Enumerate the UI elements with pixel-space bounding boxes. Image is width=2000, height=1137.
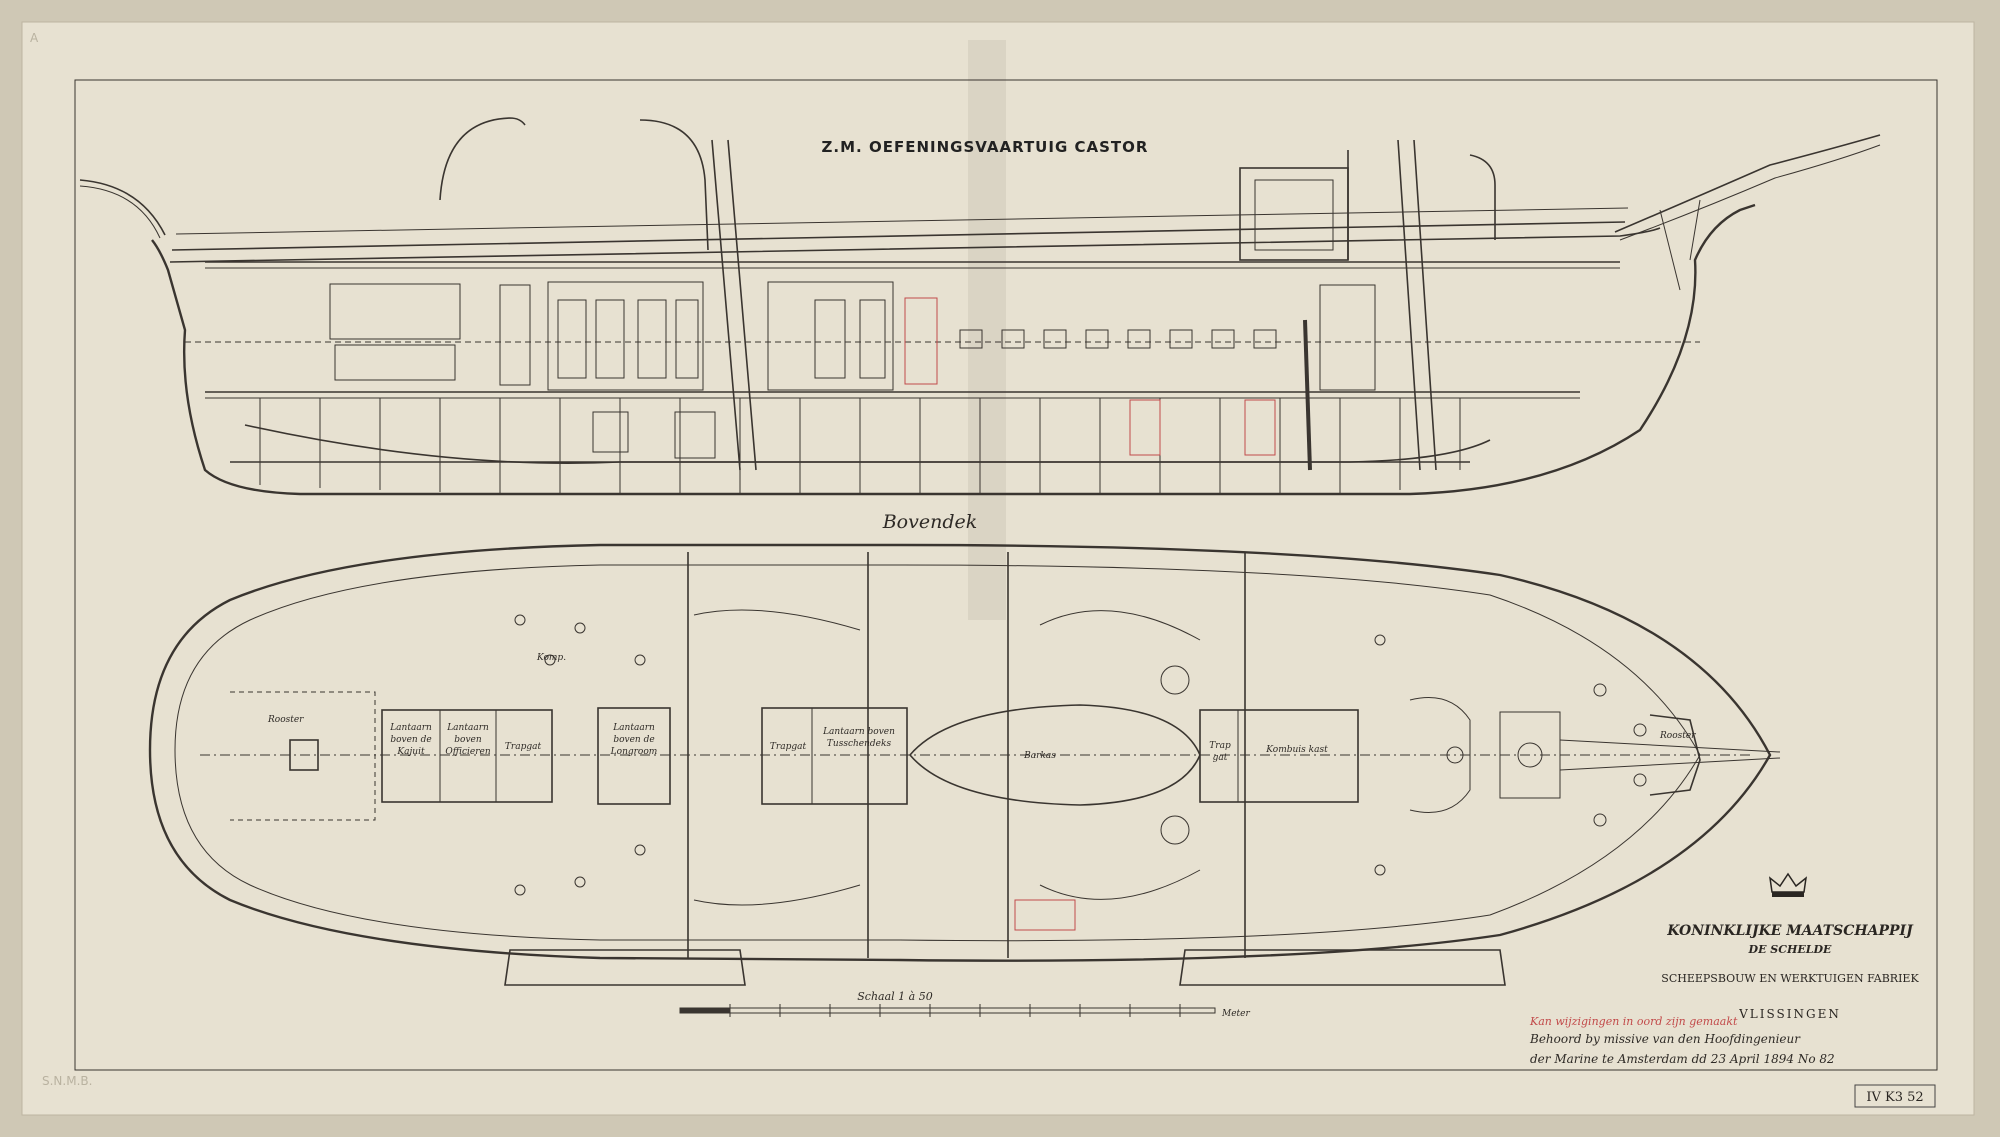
label-trap-2: Trapgat [770,742,806,752]
sign-line1: Behoord by missive van den Hoofdingenieu… [1529,1032,1801,1046]
deck-plan [148,543,1781,986]
label-rooster-aft: Rooster [267,715,304,725]
label-trap-1: Trapgat [505,742,541,752]
plan-heading: Bovendek [882,511,978,533]
label-skylight-4: Lantaarn boven Tusschendeks [823,727,895,749]
scale-unit: Meter [1221,1009,1250,1019]
drawing-title: Z.M. OEFENINGSVAARTUIG CASTOR [822,138,1149,156]
company-block: KONINKLIJKE MAATSCHAPPIJ DE SCHELDE SCHE… [1529,872,1919,1066]
scale-label: Schaal 1 à 50 [857,990,932,1003]
label-rooster-fwd: Rooster [1659,731,1696,741]
label-skylight-2: Lantaarn boven Officieren [445,723,490,757]
archive-stamp: IV K3 52 [1854,1084,1936,1108]
label-kombuis: Kombuis kast [1265,745,1328,755]
pencil-margin-mark: S.N.M.B. [42,1074,92,1088]
company-city: VLISSINGEN [1738,1007,1841,1021]
label-skylight-1: Lantaarn boven de Kajuit [390,723,432,757]
label-kompas: Komp. [536,653,566,663]
red-hatch-elevation [904,297,938,385]
fore-mast [1397,139,1437,471]
red-note: Kan wijzigingen in oord zijn gemaakt [1529,1015,1738,1028]
label-skylight-3: Lantaarn boven de Longroom [611,723,658,757]
label-barkas: Barkas [1023,751,1056,761]
bowsprit [1614,134,1881,233]
deck-outline [148,543,1772,962]
sign-line2: der Marine te Amsterdam dd 23 April 1894… [1530,1052,1835,1066]
scale-bar: Schaal 1 à 50 Meter [679,990,1250,1019]
crown-icon [1768,872,1808,897]
side-elevation [79,117,1881,496]
label-trap-3: Trap gat [1209,741,1230,763]
company-name-line1: KONINKLIJKE MAATSCHAPPIJ [1666,923,1914,939]
pencil-corner-mark: A [30,31,39,45]
frame-border [74,79,1938,1071]
hull-outline [151,203,1756,496]
stamp-id: IV K3 52 [1866,1090,1923,1105]
company-name-line2: DE SCHELDE [1748,943,1833,956]
company-subtitle: SCHEEPSBOUW EN WERKTUIGEN FABRIEK [1661,972,1919,985]
main-mast [711,139,757,471]
